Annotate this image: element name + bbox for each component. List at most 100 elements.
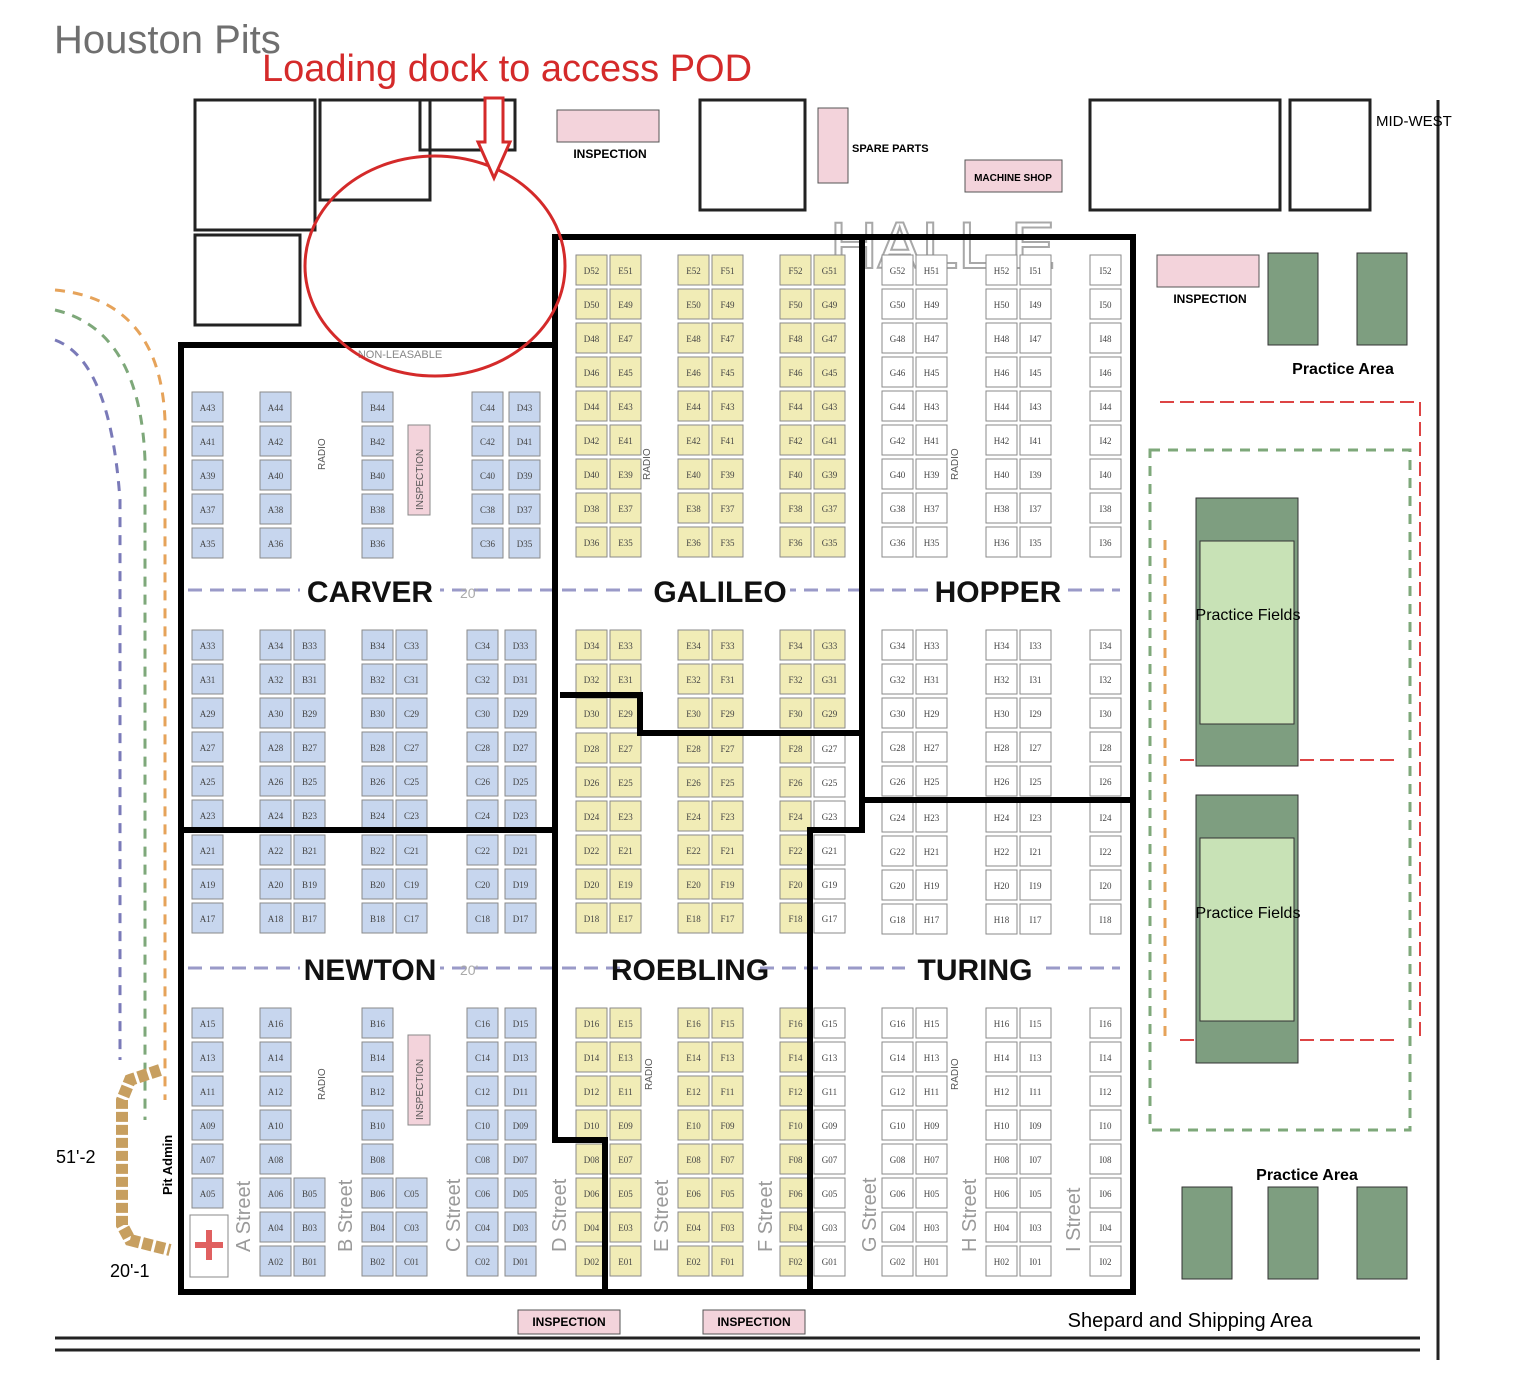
booth-H41 [915, 424, 948, 456]
booth-A11 [191, 1075, 224, 1107]
booth-A25 [191, 765, 224, 797]
radio-label-5: RADIO [950, 1058, 961, 1090]
booth-E51 [609, 254, 642, 286]
booth-label-I09: I09 [1030, 1121, 1042, 1131]
booth-label-H09: H09 [924, 1121, 940, 1131]
booth-H08 [985, 1143, 1018, 1175]
booth-G18 [881, 903, 914, 935]
dim-horizontal-label: 20'-1 [110, 1261, 149, 1281]
booth-label-E01: E01 [618, 1257, 633, 1267]
booth-I38 [1089, 492, 1122, 524]
booth-G16 [881, 1007, 914, 1039]
booth-H47 [915, 322, 948, 354]
division-newton: NEWTON [304, 954, 437, 987]
booth-label-G51: G51 [822, 266, 838, 276]
booth-label-B29: B29 [302, 709, 318, 719]
booth-F18 [779, 902, 812, 934]
booth-B14 [361, 1041, 394, 1073]
booth-C29 [395, 697, 428, 729]
booth-label-A09: A09 [200, 1121, 216, 1131]
booth-E44 [677, 390, 710, 422]
booth-label-G35: G35 [822, 538, 838, 548]
pit-admin-area: Pit Admin 51'-2 20'-1 [56, 1064, 229, 1281]
booth-I09 [1019, 1109, 1052, 1141]
booth-F50 [779, 288, 812, 320]
booth-label-A42: A42 [268, 437, 284, 447]
booth-F07 [711, 1143, 744, 1175]
booth-label-I06: I06 [1100, 1189, 1112, 1199]
booth-B20 [361, 868, 394, 900]
booth-label-I25: I25 [1030, 777, 1042, 787]
booth-label-I11: I11 [1030, 1087, 1042, 1097]
booth-E41 [609, 424, 642, 456]
booth-C25 [395, 765, 428, 797]
booth-label-F08: F08 [788, 1155, 803, 1165]
booth-label-A12: A12 [268, 1087, 284, 1097]
booth-label-I44: I44 [1100, 402, 1112, 412]
booth-label-I39: I39 [1030, 470, 1042, 480]
booth-C19 [395, 868, 428, 900]
practice-area-top: Practice Area [1267, 252, 1408, 378]
booth-H03 [915, 1211, 948, 1243]
booth-I07 [1019, 1143, 1052, 1175]
booth-G29 [813, 697, 846, 729]
booth-label-B10: B10 [370, 1121, 386, 1131]
booth-label-F29: F29 [720, 709, 735, 719]
booth-E46 [677, 356, 710, 388]
booth-label-I32: I32 [1100, 675, 1112, 685]
booth-I27 [1019, 731, 1052, 763]
booth-label-F37: F37 [720, 504, 735, 514]
inspection-box-bottom-2 [702, 1309, 806, 1335]
booth-D42 [575, 424, 608, 456]
booth-I16 [1089, 1007, 1122, 1039]
booth-label-D41: D41 [517, 437, 533, 447]
booth-label-A32: A32 [268, 675, 284, 685]
booth-G19 [813, 868, 846, 900]
machine-shop-label: MACHINE SHOP [974, 173, 1052, 184]
booth-B12 [361, 1075, 394, 1107]
booth-label-I49: I49 [1030, 300, 1042, 310]
booth-label-A34: A34 [268, 641, 284, 651]
booth-I29 [1019, 697, 1052, 729]
booth-G43 [813, 390, 846, 422]
booth-G05 [813, 1177, 846, 1209]
street-i: I Street [1063, 1187, 1085, 1252]
booth-A07 [191, 1143, 224, 1175]
booth-label-D02: D02 [584, 1257, 600, 1267]
booth-label-H14: H14 [994, 1053, 1010, 1063]
booth-D05 [504, 1177, 537, 1209]
booth-H45 [915, 356, 948, 388]
booth-label-G17: G17 [822, 914, 838, 924]
booth-label-C29: C29 [404, 709, 420, 719]
booth-E43 [609, 390, 642, 422]
booth-label-G22: G22 [890, 847, 906, 857]
booth-label-D35: D35 [517, 539, 533, 549]
booth-label-D18: D18 [584, 914, 600, 924]
division-roebling: ROEBLING [611, 954, 769, 987]
booth-label-B05: B05 [302, 1189, 318, 1199]
booth-H32 [985, 663, 1018, 695]
booth-label-D42: D42 [584, 436, 600, 446]
booth-label-D30: D30 [584, 709, 600, 719]
booth-A15 [191, 1007, 224, 1039]
booth-D21 [504, 834, 537, 866]
booth-label-H23: H23 [924, 813, 940, 823]
booth-label-I04: I04 [1100, 1223, 1112, 1233]
booth-D38 [575, 492, 608, 524]
booth-B42 [361, 425, 394, 457]
booth-E09 [609, 1109, 642, 1141]
booth-H19 [915, 869, 948, 901]
booth-F43 [711, 390, 744, 422]
booth-C32 [466, 663, 499, 695]
booth-label-G08: G08 [890, 1155, 906, 1165]
booth-C31 [395, 663, 428, 695]
booth-C26 [466, 765, 499, 797]
booth-A21 [191, 834, 224, 866]
booth-D46 [575, 356, 608, 388]
booth-A34 [259, 629, 292, 661]
booth-label-G38: G38 [890, 504, 906, 514]
booth-label-B44: B44 [370, 403, 386, 413]
loading-dock-annotation: Loading dock to access POD [262, 48, 753, 90]
booth-F31 [711, 663, 744, 695]
street-d: D Street [549, 1178, 571, 1252]
